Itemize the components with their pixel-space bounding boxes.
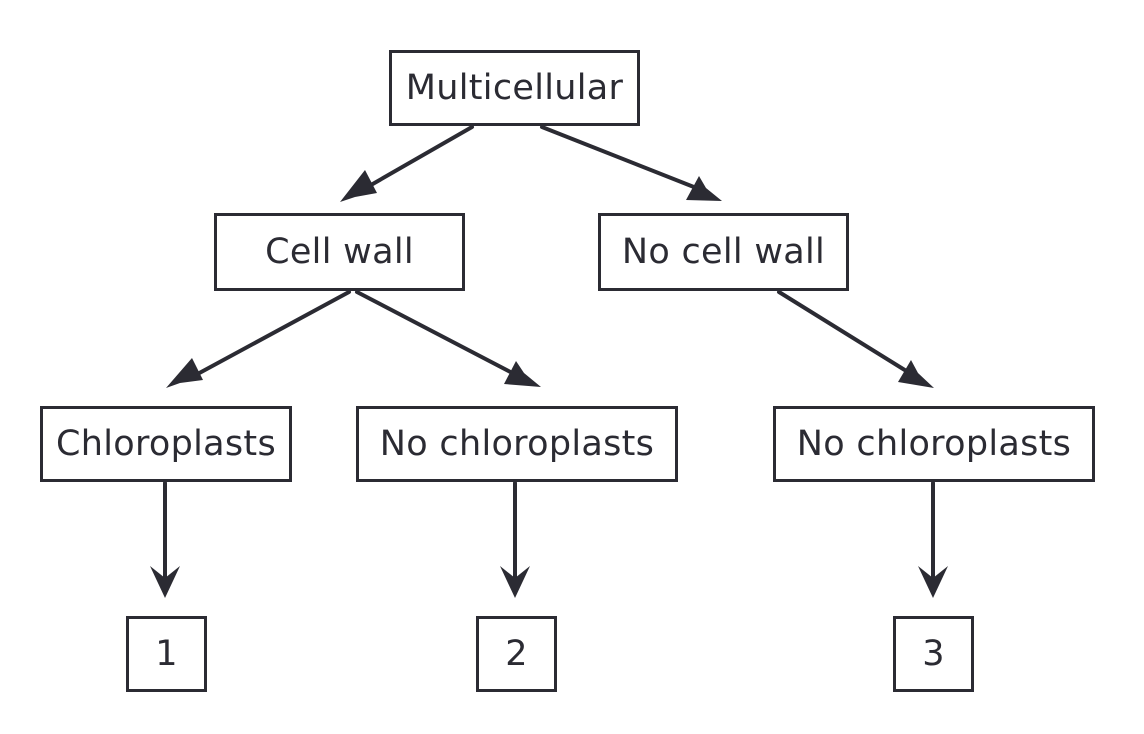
arrowhead-icon	[504, 361, 541, 387]
edge-cell-wall-chloroplasts	[190, 290, 351, 379]
edge-multicellular-cell-wall	[362, 125, 474, 191]
node-label: No chloroplasts	[379, 424, 655, 464]
edge-cell-wall-no-chloroplasts	[355, 290, 522, 379]
node-result-2: 2	[476, 616, 557, 692]
edge-multicellular-no-cell-wall	[540, 125, 706, 193]
node-no-chloroplasts-left: No chloroplasts	[356, 406, 678, 482]
node-label: Cell wall	[265, 232, 414, 272]
node-label: No cell wall	[621, 232, 826, 272]
node-result-1: 1	[126, 616, 207, 692]
node-label: No chloroplasts	[796, 424, 1072, 464]
node-label: 1	[155, 634, 178, 674]
node-label: 2	[505, 634, 528, 674]
node-chloroplasts: Chloroplasts	[40, 406, 292, 482]
edge-no-cell-wall-no-chloroplasts	[777, 290, 918, 379]
node-cell-wall: Cell wall	[214, 213, 465, 291]
arrowhead-icon	[500, 566, 530, 598]
node-multicellular: Multicellular	[389, 50, 640, 126]
node-no-cell-wall: No cell wall	[598, 213, 849, 291]
arrowhead-icon	[686, 176, 722, 201]
node-no-chloroplasts-right: No chloroplasts	[773, 406, 1095, 482]
arrowhead-icon	[150, 566, 180, 598]
arrowhead-icon	[918, 566, 948, 598]
node-label: Multicellular	[405, 68, 624, 108]
arrowhead-icon	[898, 360, 934, 388]
node-label: 3	[922, 634, 945, 674]
node-label: Chloroplasts	[56, 424, 276, 464]
arrowhead-icon	[166, 358, 203, 388]
arrowhead-icon	[340, 170, 377, 202]
node-result-3: 3	[893, 616, 974, 692]
